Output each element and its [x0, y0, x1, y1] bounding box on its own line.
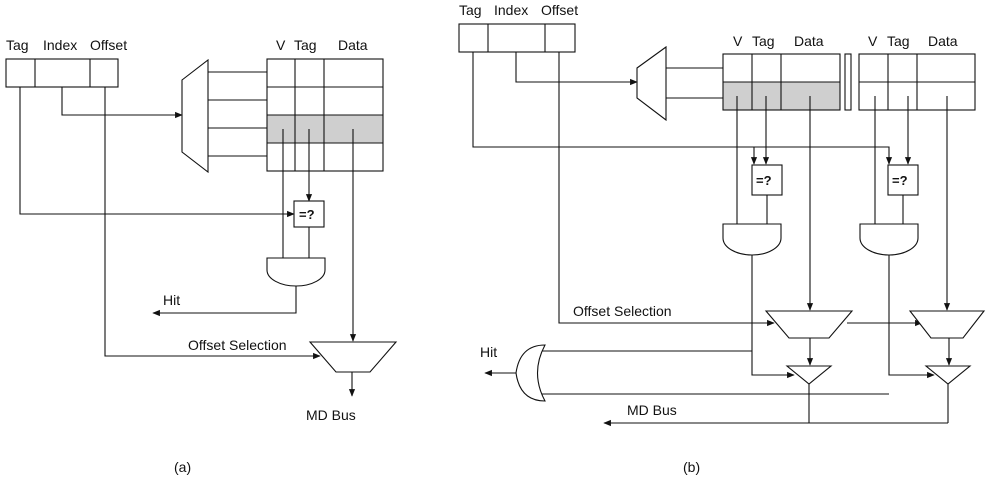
hit-label: Hit: [163, 292, 180, 308]
address-tag-label: Tag: [459, 2, 482, 18]
and-gate: [266, 257, 326, 287]
way1-and-gate: [722, 223, 782, 256]
way2-column-tag-label: Tag: [887, 33, 910, 49]
cache-way-1: [722, 53, 841, 111]
cache-array: [266, 58, 384, 172]
address-index-label: Index: [43, 37, 77, 53]
way2-offset-selector: [908, 310, 986, 339]
offset-selector: [308, 341, 398, 373]
way1-comparator-label: =?: [756, 173, 772, 188]
way1-column-tag-label: Tag: [752, 33, 775, 49]
way2-and-gate: [859, 223, 919, 256]
way2-comparator-label: =?: [892, 173, 908, 188]
way1-offset-selector: [764, 310, 854, 339]
comparator-label: =?: [299, 207, 315, 222]
index-decoder: [636, 45, 667, 122]
offset-selection-label: Offset Selection: [188, 337, 287, 353]
index-decoder: [181, 58, 209, 174]
panel-a: Tag Index Offset V Tag Data: [5, 37, 398, 475]
column-valid-label: V: [276, 37, 286, 53]
address-tag-label: Tag: [6, 37, 29, 53]
cache-way-2: [858, 53, 976, 111]
way1-tristate-buffer: [785, 365, 833, 385]
way1-tag-comparator: [751, 164, 783, 196]
bus-label: MD Bus: [306, 407, 356, 423]
way2-column-data-label: Data: [928, 33, 958, 49]
column-tag-label: Tag: [294, 37, 317, 53]
way-separator: [844, 53, 852, 111]
way2-tristate-buffer: [924, 365, 972, 385]
address-register: [458, 23, 576, 53]
address-index-label: Index: [494, 2, 528, 18]
way2-column-valid-label: V: [868, 33, 878, 49]
caption-b: (b): [683, 459, 700, 475]
panel-b: Tag Index Offset V Tag Data: [458, 2, 986, 475]
way1-column-data-label: Data: [794, 33, 824, 49]
way1-column-valid-label: V: [733, 33, 743, 49]
offset-selection-label: Offset Selection: [573, 303, 672, 319]
address-register: [5, 58, 119, 88]
address-offset-label: Offset: [541, 2, 578, 18]
address-offset-label: Offset: [90, 37, 127, 53]
hit-or-gate: [515, 344, 546, 402]
hit-label: Hit: [480, 344, 497, 360]
caption-a: (a): [174, 459, 191, 475]
column-data-label: Data: [338, 37, 368, 53]
bus-label: MD Bus: [627, 402, 677, 418]
